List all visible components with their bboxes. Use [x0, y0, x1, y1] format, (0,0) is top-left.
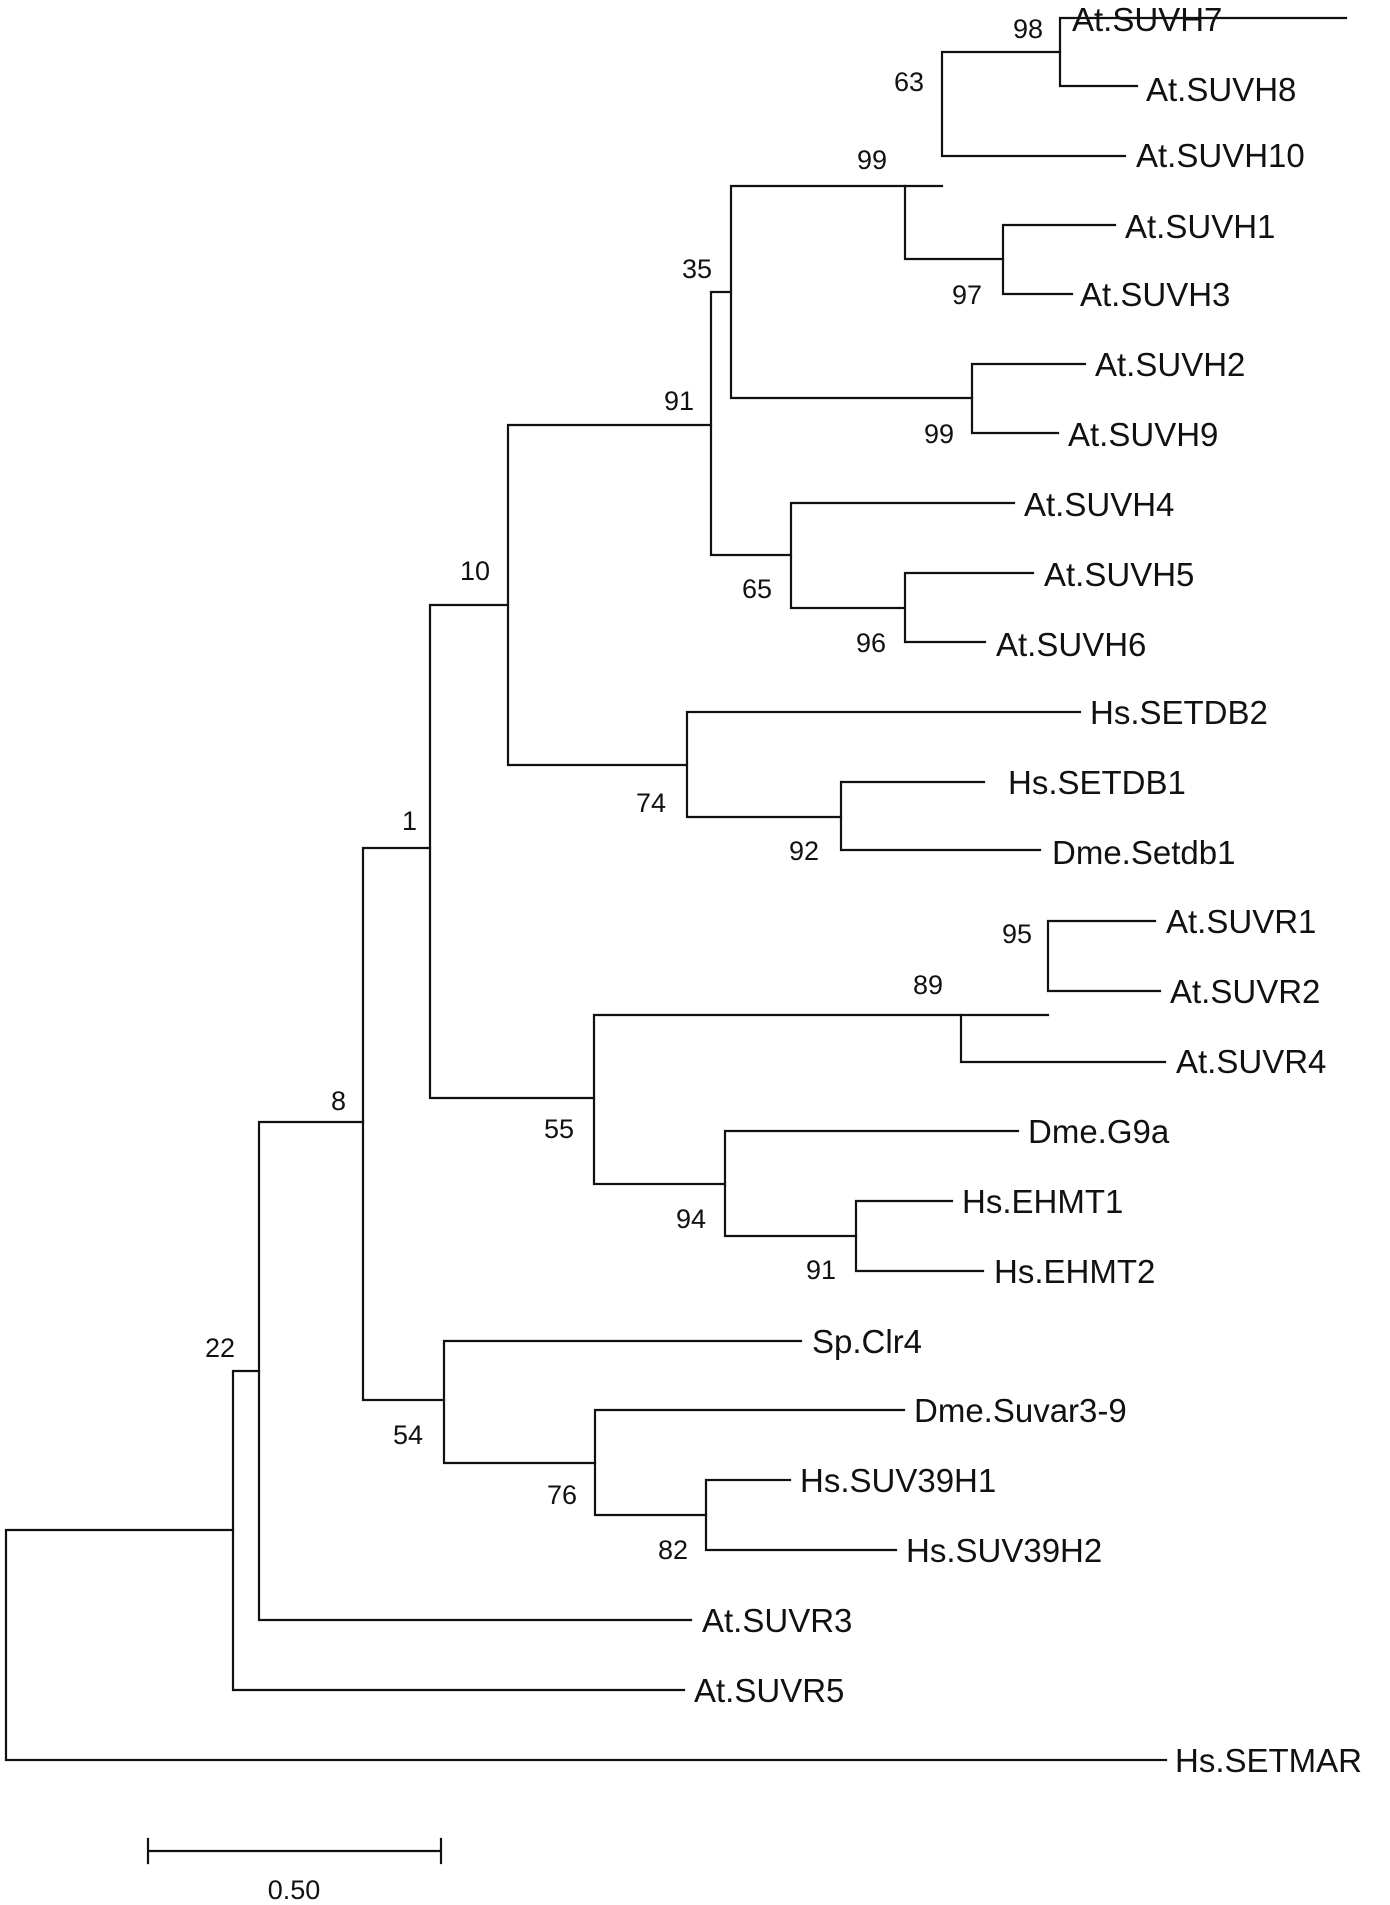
- leaf-label-at-suvr1: At.SUVR1: [1166, 903, 1316, 940]
- leaf-labels: At.SUVH7 At.SUVH8 At.SUVH10 At.SUVH1 At.…: [694, 1, 1362, 1779]
- leaf-label-at-suvh8: At.SUVH8: [1146, 71, 1296, 108]
- tree-branch: [729, 184, 974, 400]
- bootstrap-value: 54: [393, 1420, 423, 1450]
- bootstrap-value: 35: [682, 254, 712, 284]
- leaf-label-at-suvh4: At.SUVH4: [1024, 486, 1174, 523]
- bootstrap-value: 89: [913, 970, 943, 1000]
- tree-branch: [903, 184, 1005, 261]
- leaf-label-at-suvh3: At.SUVH3: [1080, 276, 1230, 313]
- tree-branch: [789, 501, 1016, 610]
- leaf-label-hs-ehmt1: Hs.EHMT1: [962, 1183, 1123, 1220]
- tree-branch: [4, 1528, 1168, 1762]
- leaf-label-hs-setdb1: Hs.SETDB1: [1008, 764, 1186, 801]
- leaf-label-hs-suv39h1: Hs.SUV39H1: [800, 1462, 996, 1499]
- bootstrap-values: 98 63 97 99 99 35 96 65 91 92 74 10 95 8…: [205, 14, 1043, 1565]
- bootstrap-value: 97: [952, 280, 982, 310]
- leaf-label-hs-setmar: Hs.SETMAR: [1175, 1742, 1362, 1779]
- leaf-label-hs-ehmt2: Hs.EHMT2: [994, 1253, 1155, 1290]
- leaf-label-at-suvh1: At.SUVH1: [1125, 208, 1275, 245]
- leaf-label-dme-suvar3-9: Dme.Suvar3-9: [914, 1392, 1127, 1429]
- leaf-label-hs-suv39h2: Hs.SUV39H2: [906, 1532, 1102, 1569]
- tree-branches: [4, 16, 1348, 1762]
- leaf-label-at-suvr2: At.SUVR2: [1170, 973, 1320, 1010]
- bootstrap-value: 8: [331, 1086, 346, 1116]
- scale-bar-label: 0.50: [268, 1875, 321, 1900]
- bootstrap-value: 22: [205, 1333, 235, 1363]
- leaf-label-at-suvh6: At.SUVH6: [996, 626, 1146, 663]
- bootstrap-value: 99: [924, 419, 954, 449]
- leaf-label-at-suvh5: At.SUVH5: [1044, 556, 1194, 593]
- tree-branch: [940, 50, 1127, 158]
- leaf-label-at-suvh7: At.SUVH7: [1072, 1, 1222, 38]
- bootstrap-value: 94: [676, 1204, 706, 1234]
- leaf-label-at-suvr4: At.SUVR4: [1176, 1043, 1326, 1080]
- bootstrap-value: 63: [894, 67, 924, 97]
- bootstrap-value: 74: [636, 788, 666, 818]
- leaf-label-at-suvh10: At.SUVH10: [1136, 137, 1305, 174]
- tree-branch: [442, 1339, 803, 1465]
- bootstrap-value: 65: [742, 574, 772, 604]
- tree-branch: [709, 290, 793, 557]
- tree-branch: [1046, 919, 1162, 993]
- tree-branch: [257, 1120, 693, 1622]
- bootstrap-value: 82: [658, 1535, 688, 1565]
- leaf-label-at-suvh2: At.SUVH2: [1095, 346, 1245, 383]
- bootstrap-value: 1: [402, 806, 417, 836]
- leaf-label-at-suvh9: At.SUVH9: [1068, 416, 1218, 453]
- bootstrap-value: 76: [547, 1480, 577, 1510]
- leaf-label-dme-setdb1: Dme.Setdb1: [1052, 834, 1235, 871]
- bootstrap-value: 99: [857, 145, 887, 175]
- bootstrap-value: 10: [460, 556, 490, 586]
- tree-branch: [592, 1013, 963, 1186]
- leaf-label-dme-g9a: Dme.G9a: [1028, 1113, 1170, 1150]
- bootstrap-value: 91: [664, 386, 694, 416]
- tree-branch: [231, 1369, 686, 1692]
- bootstrap-value: 92: [789, 836, 819, 866]
- bootstrap-value: 95: [1002, 919, 1032, 949]
- bootstrap-value: 91: [806, 1255, 836, 1285]
- scale-bar-line: [146, 1837, 443, 1865]
- tree-branch: [361, 846, 446, 1402]
- bootstrap-value: 98: [1013, 14, 1043, 44]
- leaf-label-at-suvr5: At.SUVR5: [694, 1672, 844, 1709]
- leaf-label-hs-setdb2: Hs.SETDB2: [1090, 694, 1268, 731]
- leaf-label-sp-clr4: Sp.Clr4: [812, 1323, 922, 1360]
- tree-branch: [959, 1013, 1167, 1064]
- leaf-label-at-suvr3: At.SUVR3: [702, 1602, 852, 1639]
- bootstrap-value: 55: [544, 1114, 574, 1144]
- tree-branch: [428, 603, 596, 1100]
- scale-bar: 0.50: [146, 1837, 443, 1905]
- tree-branch: [506, 423, 713, 767]
- bootstrap-value: 96: [856, 628, 886, 658]
